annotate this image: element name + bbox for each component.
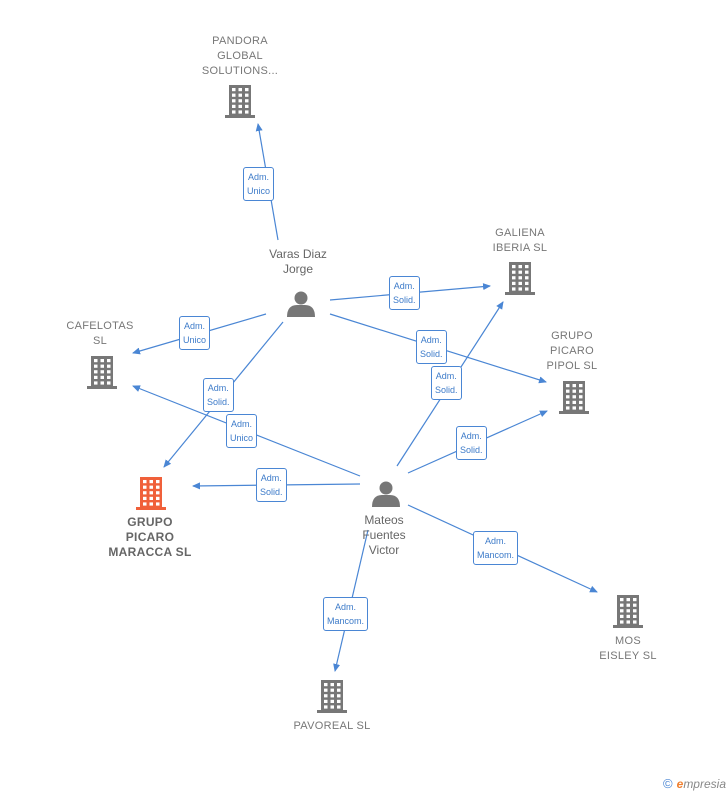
person-icon [372,481,400,507]
building-icon [559,381,589,414]
building-icon [225,85,255,118]
edge-label-varas-cafelotas: Adm. Unico [179,316,211,350]
edge-label-mateos-picaro_pipol: Adm. Solid. [456,426,487,460]
icons-layer [87,85,643,713]
brand-initial: e [676,777,684,791]
edge-label-varas-picaro_maracca: Adm. Solid. [203,378,234,412]
node-label-picaro_maracca[interactable]: GRUPO PICARO MARACCA SL [108,515,192,559]
edge-label-varas-galiena: Adm. Solid. [389,276,420,310]
edge-label-mateos-mos_eisley: Adm. Mancom. [473,531,519,565]
node-label-galiena[interactable]: GALIENA IBERIA SL [492,227,548,254]
node-label-varas[interactable]: Varas Diaz Jorge [269,247,327,276]
node-label-pavoreal[interactable]: PAVOREAL SL [293,720,371,732]
edge-label-mateos-cafelotas: Adm. Unico [226,414,258,448]
node-label-picaro_pipol[interactable]: GRUPO PICARO PIPOL SL [546,330,598,372]
edge-label-varas-pandora: Adm. Unico [243,167,275,201]
brand-watermark: ©empresia [663,776,726,791]
edge-label-mateos-picaro_maracca: Adm. Solid. [256,468,287,502]
node-label-cafelotas[interactable]: CAFELOTAS SL [66,320,134,347]
copyright-symbol: © [663,776,673,791]
brand-name: mpresia [683,777,726,791]
node-label-mateos[interactable]: Mateos Fuentes Victor [362,513,406,557]
node-label-mos_eisley[interactable]: MOS EISLEY SL [599,635,657,662]
node-label-pandora[interactable]: PANDORA GLOBAL SOLUTIONS... [201,35,279,77]
building-icon [317,680,347,713]
edge-label-varas-picaro_pipol: Adm. Solid. [416,330,447,364]
person-icon [287,291,315,317]
focus-building-icon [136,477,166,510]
building-icon [613,595,643,628]
building-icon [87,356,117,389]
building-icon [505,262,535,295]
edge-label-mateos-pavoreal: Adm. Mancom. [323,597,369,631]
edge-label-mateos-galiena: Adm. Solid. [431,366,462,400]
